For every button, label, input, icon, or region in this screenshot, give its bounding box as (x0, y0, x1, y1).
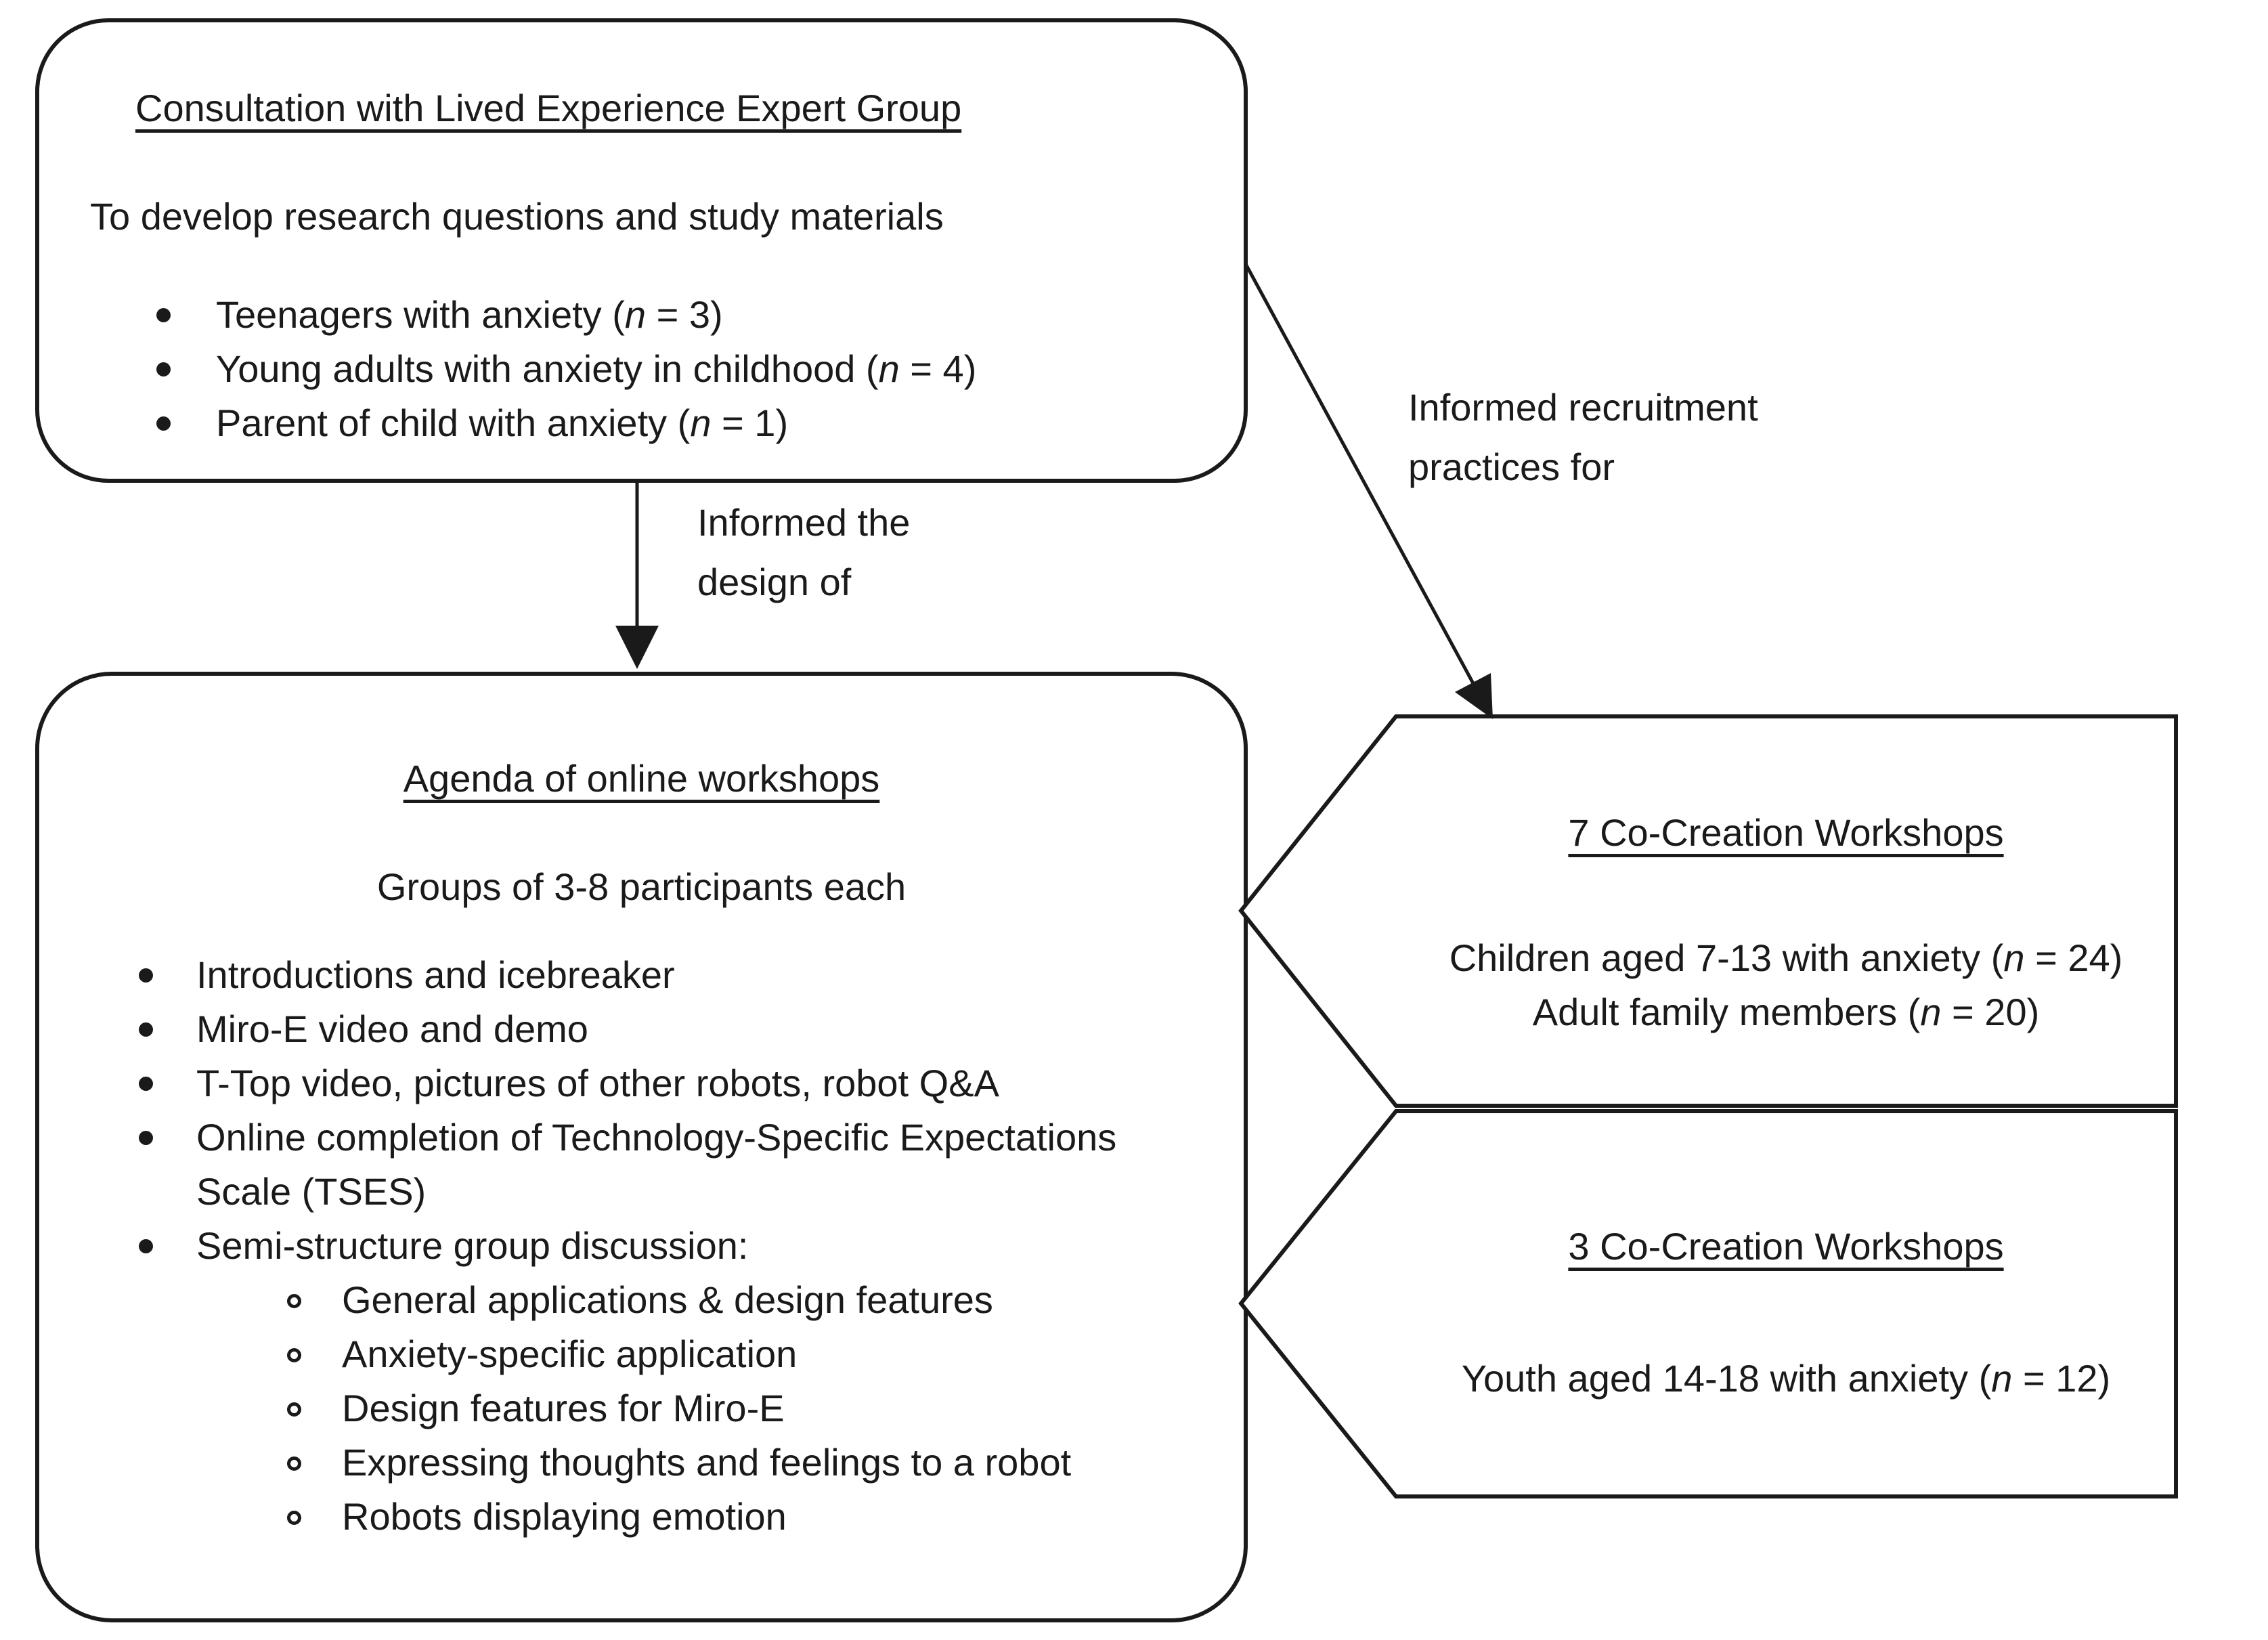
list-item: Semi-structure group discussion: General… (37, 1219, 1192, 1544)
recruitment-arrow-label-line1: Informed recruitment (1408, 386, 1758, 429)
agenda-box-title: Agenda of online workshops (403, 757, 880, 800)
consultation-box-title: Consultation with Lived Experience Exper… (135, 87, 962, 129)
youth-workshops-box: 3 Co-Creation Workshops Youth aged 14-18… (1396, 1111, 2176, 1406)
children-workshops-title: 7 Co-Creation Workshops (1568, 811, 2004, 854)
agenda-box-subtitle: Groups of 3-8 participants each (376, 865, 907, 908)
agenda-bullet-list: Introductions and icebreaker Miro-E vide… (37, 948, 1246, 1544)
design-arrow-label-line2: design of (697, 561, 852, 603)
list-item: Expressing thoughts and feelings to a ro… (196, 1436, 1192, 1490)
recruitment-arrow-label-line2: practices for (1408, 446, 1615, 488)
down-arrowhead-icon (615, 626, 659, 669)
design-arrow-label-line1: Informed the (697, 501, 911, 544)
list-item: Teenagers with anxiety (n = 3) (37, 288, 1246, 342)
list-item: Design features for Miro-E (196, 1381, 1192, 1436)
consultation-box-subtitle: To develop research questions and study … (90, 195, 944, 238)
list-item: General applications & design features (196, 1273, 1192, 1327)
discussion-sub-list: General applications & design features A… (196, 1273, 1192, 1544)
diagonal-arrowhead-icon (1455, 673, 1493, 719)
children-workshops-line2: Adult family members (n = 20) (1532, 991, 2040, 1033)
youth-workshops-pentagon (1238, 1109, 2178, 1498)
list-item: Robots displaying emotion (196, 1490, 1192, 1544)
agenda-box: Agenda of online workshops Groups of 3-8… (37, 674, 1246, 1544)
list-item: T-Top video, pictures of other robots, r… (37, 1056, 1192, 1110)
youth-workshops-line1: Youth aged 14-18 with anxiety (n = 12) (1461, 1357, 2111, 1400)
children-workshops-box: 7 Co-Creation Workshops Children aged 7-… (1396, 716, 2176, 1039)
list-item: Anxiety-specific application (196, 1327, 1192, 1381)
list-item: Young adults with anxiety in childhood (… (37, 342, 1246, 396)
list-item: Introductions and icebreaker (37, 948, 1192, 1002)
youth-workshops-title: 3 Co-Creation Workshops (1568, 1225, 2004, 1268)
diagonal-arrow (1244, 263, 1493, 719)
consultation-box-outline (35, 18, 1248, 483)
consultation-bullet-list: Teenagers with anxiety (n = 3) Young adu… (37, 288, 1246, 450)
down-arrow (615, 483, 659, 669)
agenda-box-outline (35, 672, 1248, 1622)
children-workshops-pentagon (1238, 714, 2178, 1108)
list-item: Online completion of Technology-Specific… (37, 1110, 1192, 1219)
children-workshops-line1: Children aged 7-13 with anxiety (n = 24) (1449, 936, 2123, 979)
recruitment-arrow-label: Informed recruitment practices for (1408, 378, 1758, 497)
list-item: Miro-E video and demo (37, 1002, 1192, 1056)
design-arrow-label: Informed the design of (697, 493, 910, 612)
list-item: Parent of child with anxiety (n = 1) (37, 396, 1246, 450)
consultation-box: Consultation with Lived Experience Exper… (37, 20, 1246, 450)
